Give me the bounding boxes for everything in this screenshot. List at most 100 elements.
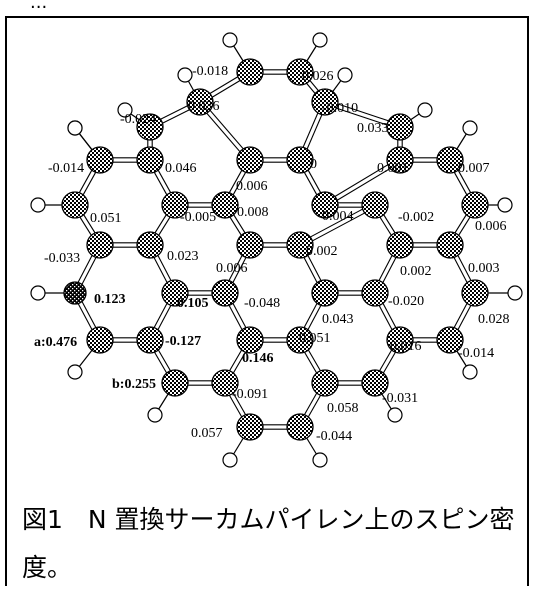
carbon-atom	[236, 146, 264, 174]
carbon-atom	[461, 191, 489, 219]
spin-density-label: -0.127	[165, 334, 201, 349]
carbon-atom	[436, 231, 464, 259]
spin-density-label: 0.051	[299, 331, 331, 346]
hydrogen-atom	[177, 67, 193, 83]
cropped-top-text: ...	[30, 0, 47, 10]
spin-density-label: 0.046	[165, 161, 197, 176]
hydrogen-atom	[312, 452, 328, 468]
carbon-atom	[286, 231, 314, 259]
carbon-atom	[236, 58, 264, 86]
spin-density-label: 0.028	[478, 312, 510, 327]
carbon-atom	[186, 88, 214, 116]
spin-density-label: a:0.476	[34, 335, 77, 350]
hydrogen-atom	[312, 32, 328, 48]
hydrogen-atom	[507, 285, 523, 301]
carbon-atom	[211, 369, 239, 397]
molecule-diagram: -0.018 0.026 0.036 -0.010 -0.024 0.033 -0.014 0…	[30, 32, 523, 468]
spin-density-label: -0.048	[244, 296, 280, 311]
carbon-atom	[361, 279, 389, 307]
hydrogen-atom	[147, 407, 163, 423]
spin-density-label: 0.004	[322, 209, 354, 224]
carbon-atom	[136, 231, 164, 259]
spin-density-label: 0.026	[302, 69, 334, 84]
carbon-atom	[161, 279, 189, 307]
hydrogen-atom	[67, 120, 83, 136]
carbon-atom	[461, 279, 489, 307]
spin-density-label: -0.091	[232, 387, 268, 402]
carbon-atom	[136, 113, 164, 141]
carbon-atom	[211, 279, 239, 307]
bond-line	[323, 157, 400, 204]
carbon-atom	[136, 326, 164, 354]
top-edge-text: ...	[0, 0, 539, 10]
carbon-atom	[311, 369, 339, 397]
hydrogen-atom	[30, 285, 46, 301]
hydrogen-atom	[417, 102, 433, 118]
hydrogen-atom	[30, 197, 46, 213]
carbon-atom	[86, 231, 114, 259]
carbon-atom-layer	[61, 58, 489, 441]
carbon-atom	[286, 58, 314, 86]
carbon-atom	[236, 231, 264, 259]
spin-density-label: 0.123	[94, 292, 126, 307]
spin-density-label: 0.023	[167, 249, 199, 264]
hydrogen-atom	[337, 67, 353, 83]
bond-line	[325, 161, 402, 208]
hydrogen-atom	[117, 102, 133, 118]
spin-density-label: -0.005	[180, 210, 216, 225]
carbon-atom	[86, 326, 114, 354]
spin-density-label: 0.036	[188, 99, 220, 114]
spin-density-label: 0.058	[327, 401, 359, 416]
carbon-atom	[161, 369, 189, 397]
spin-density-label: 0.057	[191, 426, 223, 441]
figure-frame	[5, 16, 529, 586]
spin-density-label: 0.002	[306, 244, 338, 259]
spin-density-label: 0.033	[357, 121, 389, 136]
spin-density-label: 0.008	[237, 205, 269, 220]
spin-density-label: 0.016	[390, 339, 422, 354]
carbon-atom	[386, 326, 414, 354]
carbon-atom	[61, 191, 89, 219]
carbon-atom	[436, 326, 464, 354]
spin-density-label: 0.146	[242, 351, 274, 366]
carbon-atom	[211, 191, 239, 219]
spin-density-label: -0.014	[458, 346, 494, 361]
spin-density-labels: -0.018 0.026 0.036 -0.010 -0.024 0.033 -0.014 0…	[34, 64, 510, 444]
carbon-atom	[311, 88, 339, 116]
spin-density-label: 0.105	[177, 296, 209, 311]
spin-density-label: -0.024	[120, 112, 156, 127]
spin-density-label: -0.044	[316, 429, 352, 444]
spin-density-label: -0.033	[44, 251, 80, 266]
carbon-atom	[436, 146, 464, 174]
spin-density-label: -0.020	[388, 294, 424, 309]
carbon-atom	[311, 191, 339, 219]
carbon-atom	[311, 279, 339, 307]
spin-density-label: 0.001	[377, 161, 409, 176]
carbon-atom	[86, 146, 114, 174]
spin-density-label: -0.018	[192, 64, 228, 79]
hydrogen-atom	[462, 120, 478, 136]
nitrogen-atom	[63, 281, 87, 305]
spin-density-label: 0.002	[400, 264, 432, 279]
bond-line	[298, 202, 375, 244]
hydrogen-atom	[222, 32, 238, 48]
carbon-atom	[161, 191, 189, 219]
spin-density-label: 0.003	[468, 261, 500, 276]
carbon-atom	[386, 231, 414, 259]
hydrogen-atom	[462, 364, 478, 380]
spin-density-label: -0.010	[322, 101, 358, 116]
carbon-atom	[286, 326, 314, 354]
spin-density-label: 0.006	[236, 179, 268, 194]
hydrogen-atom	[67, 364, 83, 380]
bond-line	[300, 206, 377, 248]
carbon-atom	[361, 191, 389, 219]
carbon-atom	[361, 369, 389, 397]
spin-density-label: 0.006	[475, 219, 507, 234]
spin-density-label: -0.031	[382, 391, 418, 406]
spin-density-label: 0.051	[90, 211, 122, 226]
carbon-atom	[286, 146, 314, 174]
carbon-atom	[386, 146, 414, 174]
spin-density-label: 0.006	[216, 261, 248, 276]
carbon-atom	[236, 326, 264, 354]
hydrogen-atom	[222, 452, 238, 468]
